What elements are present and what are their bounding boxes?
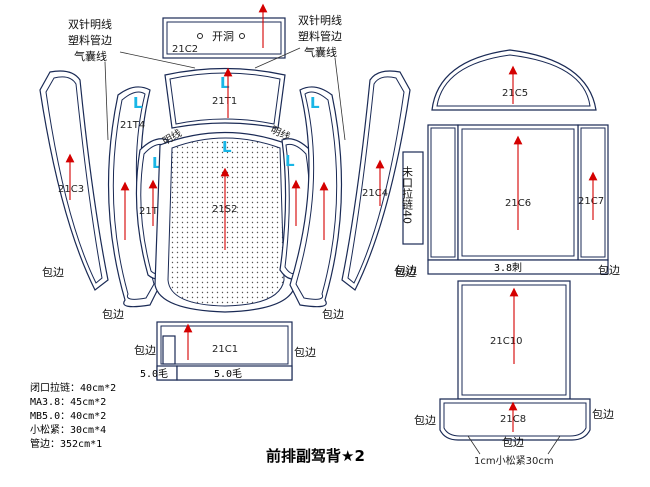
edge-label-baobian: 包边	[102, 308, 124, 321]
piece-21c6: 21C6 3.8刺	[427, 124, 609, 275]
piece-21t3-right-mark: L	[285, 152, 295, 170]
material-line: 管边：352cm*1	[30, 437, 102, 450]
callout-top-left: 双针明线 塑料管边 气囊线	[68, 17, 196, 141]
piece-21c8: 21C8	[439, 398, 591, 441]
callout-left-line-1: 双针明线	[68, 17, 112, 31]
edge-label-baobian: 包边	[134, 344, 156, 357]
piece-21t3-code: 21T3	[139, 206, 164, 217]
materials-list: 闭口拉链：40cm*2 MA3.8：45cm*2 MB5.0：40cm*2 小松…	[30, 381, 116, 450]
piece-21t1-mark: L	[220, 74, 230, 92]
piece-21c3: 21C3	[39, 70, 109, 291]
piece-21t3-mark: L	[152, 154, 162, 172]
piece-21c4: 21C4	[341, 70, 411, 291]
piece-21s2-mark: L	[222, 138, 232, 156]
bottom-note: 1cm小松紧30cm	[474, 454, 554, 467]
piece-21c2-note: 开洞	[212, 30, 234, 43]
callout-right-line-3: 气囊线	[304, 45, 337, 59]
piece-21c10: 21C10	[457, 280, 571, 400]
zipper-label: 未口拉链40	[401, 166, 414, 224]
piece-21c5: 21C5	[431, 49, 597, 111]
edge-label-baobian: 包边	[294, 346, 316, 359]
piece-21c1-code: 21C1	[212, 344, 238, 355]
piece-21t1-code: 21T1	[212, 96, 237, 107]
edge-label-baobian: 包边	[394, 266, 416, 279]
edge-label-baobian: 包边	[322, 308, 344, 321]
material-line: MA3.8：45cm*2	[30, 397, 106, 408]
callout-top-right: 双针明线 塑料管边 气囊线	[254, 13, 346, 141]
edge-label-baobian: 包边	[592, 408, 614, 421]
piece-21c3-code: 21C3	[58, 184, 84, 195]
edge-label-baobian: 包边	[42, 266, 64, 279]
edge-label-baobian: 包边	[414, 414, 436, 427]
piece-21t4-right-mark: L	[310, 94, 320, 112]
material-line: 小松紧：30cm*4	[30, 423, 106, 436]
edge-label-baobian: 包边	[598, 264, 620, 277]
piece-21t4-mark: L	[133, 94, 143, 112]
piece-21c2: 开洞 21C2	[162, 3, 286, 59]
callout-left-line-3: 气囊线	[74, 49, 107, 63]
piece-21c6-strip: 3.8刺	[494, 262, 522, 274]
callout-right-line-2: 塑料管边	[298, 29, 342, 43]
material-line: 闭口拉链：40cm*2	[30, 381, 116, 394]
callout-right-line-1: 双针明线	[298, 13, 342, 27]
piece-21c10-code: 21C10	[490, 336, 522, 347]
edge-label-baobian: 包边	[395, 264, 417, 277]
page-title: 前排副驾背★2	[266, 447, 365, 465]
piece-21c7-code: 21C7	[578, 196, 604, 207]
piece-21t4-code: 21T4	[120, 120, 145, 131]
zipper-strip: 未口拉链40	[401, 151, 424, 245]
piece-21c5-code: 21C5	[502, 88, 528, 99]
piece-21c1: 21C1 5.0毛 5.0毛	[140, 321, 293, 381]
piece-21c1-strip-right: 5.0毛	[214, 368, 242, 380]
material-line: MB5.0：40cm*2	[30, 411, 106, 422]
edge-label-baobian: 包边	[502, 436, 524, 449]
piece-21s2: L 21S2 明线 明线	[154, 123, 296, 313]
callout-left-line-2: 塑料管边	[68, 33, 112, 47]
piece-21c1-strip-left: 5.0毛	[140, 368, 168, 380]
piece-21t4-right: L	[289, 86, 343, 308]
piece-21t1: L 21T1	[164, 67, 286, 129]
piece-21c4-code: 21C4	[362, 188, 388, 199]
piece-21c2-code: 21C2	[172, 44, 198, 55]
